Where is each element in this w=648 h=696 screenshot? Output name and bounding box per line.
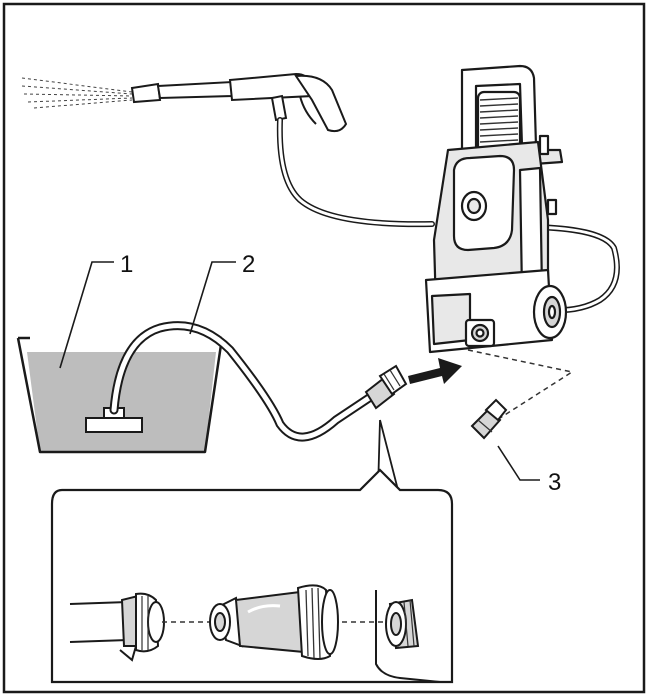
detail-inset-frame bbox=[50, 468, 454, 684]
quick-connector-part bbox=[209, 584, 339, 660]
spray-mist bbox=[21, 77, 133, 109]
dashed-guide-3 bbox=[467, 349, 574, 419]
insert-arrow bbox=[408, 358, 462, 384]
hose-end-connector bbox=[364, 364, 408, 410]
callout-3: 3 bbox=[548, 469, 561, 496]
inlet-adapter-part bbox=[470, 398, 508, 440]
water-bucket bbox=[16, 336, 224, 454]
spray-gun bbox=[130, 72, 348, 133]
unit-inlet-part bbox=[375, 590, 441, 683]
callout-2: 2 bbox=[242, 251, 255, 278]
pressure-washer-unit bbox=[424, 64, 568, 354]
water-fill bbox=[27, 352, 216, 452]
callout-1: 1 bbox=[120, 251, 133, 278]
